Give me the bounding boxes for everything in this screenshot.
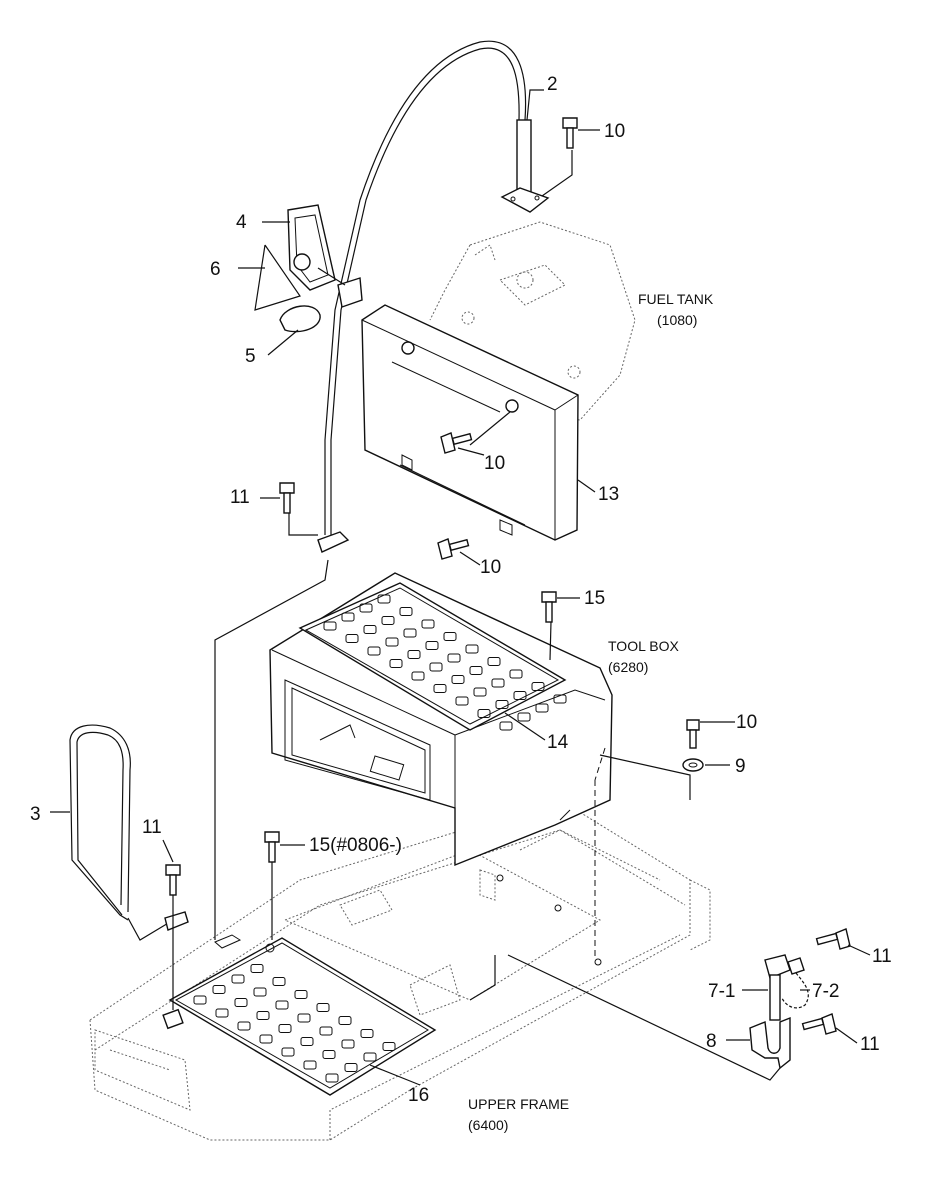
fuel-tank-outline [429,221,636,421]
callout-11-pin-upper: 11 [872,946,892,967]
bolt-11-pin-lower [801,1013,837,1035]
plate-16-holes [193,964,396,1083]
frame-details [162,874,602,1030]
callout-14: 14 [547,732,569,753]
fuel-tank-code: (1080) [657,312,697,328]
bolt-15-frame [264,831,280,863]
callout-10-top: 10 [604,121,625,142]
callout-4: 4 [236,212,247,233]
callout-10-cover-upper: 10 [484,453,505,474]
bracket-8 [749,1016,791,1070]
callout-11-pipe: 11 [230,487,250,508]
callout-7-2: 7-2 [812,981,839,1002]
plate-14-holes [323,594,567,731]
callout-labels: 2 10 4 6 5 10 13 11 10 15 14 10 9 3 11 1… [30,74,892,1106]
callout-11-pin-lower: 11 [860,1034,880,1055]
callout-11-handrail: 11 [142,817,162,838]
callout-5: 5 [245,346,256,367]
washer-9 [682,758,704,772]
upper-frame-label: UPPER FRAME [468,1096,569,1112]
callout-16: 16 [408,1085,429,1106]
cover-13 [361,304,579,541]
callout-7-1: 7-1 [708,981,735,1002]
bolt-11-pipe [279,482,295,514]
handrail-3 [69,724,189,941]
callout-10-right: 10 [736,712,757,733]
reference-captions: FUEL TANK (1080) TOOL BOX (6280) UPPER F… [468,291,714,1133]
callout-2: 2 [547,74,558,95]
callout-15-frame: 15(#0806-) [309,835,402,856]
tool-box-label: TOOL BOX [608,638,679,654]
callout-8: 8 [706,1031,717,1052]
leader-lines [50,89,871,1086]
tool-box-code: (6280) [608,659,648,675]
bolt-10-top [562,117,578,149]
callout-9: 9 [735,756,746,777]
callout-13: 13 [598,484,619,505]
fuel-tank-label: FUEL TANK [638,291,714,307]
callout-6: 6 [210,259,221,280]
bolt-11-pin-upper [815,928,851,950]
lock-pin-7-1 [764,954,791,1021]
callout-15-toolbox: 15 [584,588,605,609]
callout-3: 3 [30,804,41,825]
upper-frame-outline [89,799,711,1141]
bolt-10-right [686,719,700,749]
fuel-pipe-2 [317,40,550,553]
plate-16 [168,937,437,1096]
bolt-10-cover-upper [440,432,473,454]
upper-frame-code: (6400) [468,1117,508,1133]
bolt-11-handrail [165,864,181,896]
plate-14 [298,582,567,731]
chain-7-2 [781,957,809,1009]
callout-10-cover-lower: 10 [480,557,501,578]
bolt-10-cover-lower [437,538,470,560]
mirror-assembly [254,204,346,333]
bolt-15-toolbox [541,591,557,623]
